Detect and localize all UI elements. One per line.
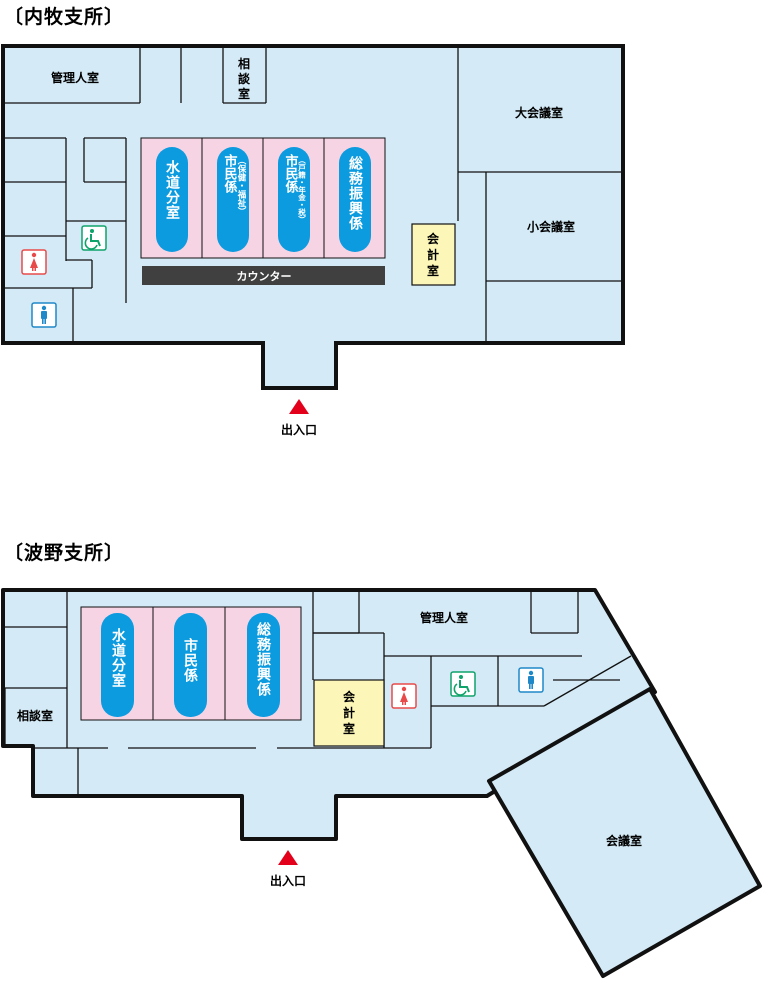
desk-label-citizen1: 市民係: [222, 153, 238, 194]
hano-desk-general: [247, 613, 280, 717]
desk-citizen1: [217, 147, 249, 252]
hano-management-label: 管理人室: [420, 610, 468, 625]
female-restroom-icon: [391, 683, 417, 709]
uchimaki-management-label: 管理人室: [51, 70, 99, 85]
male-restroom-icon: [31, 302, 57, 328]
hano-floor-plan: 水道分室 市民係 総務振興係 会 計 室 管理人室 相談室 会議室 出入口: [1, 588, 762, 978]
entrance-arrow-icon: [278, 850, 298, 865]
hano-meeting-label: 会議室: [606, 833, 642, 848]
hano-desk-label-general: 総務振興係: [255, 621, 271, 697]
small-meeting-label: 小会議室: [527, 219, 575, 234]
hano-title: 〔波野支所〕: [4, 542, 125, 564]
consult-label-2: 談: [238, 71, 251, 86]
accessible-toilet-icon: [450, 671, 476, 697]
hano-entrance-label: 出入口: [270, 873, 306, 888]
uchimaki-floor-plan: 水道分室 市民係 （保健・福祉） 市民係 （戸籍・年金・税） 総務振興係 カウン…: [1, 44, 625, 437]
uchimaki-entrance-label: 出入口: [281, 422, 317, 437]
hano-accounting-label-1: 会: [343, 689, 356, 704]
counter-label: カウンター: [237, 270, 292, 283]
uchimaki-accounting-room: [411, 223, 456, 286]
uchimaki-title: 〔内牧支所〕: [4, 6, 125, 28]
desk-label-water: 水道分室: [164, 159, 180, 220]
female-restroom-icon: [21, 249, 47, 275]
hano-accounting-label-2: 計: [343, 705, 355, 720]
hano-desk-label-citizen: 市民係: [182, 637, 198, 683]
male-restroom-icon: [518, 667, 544, 693]
entrance-arrow-icon: [289, 399, 309, 414]
desk-water: [156, 147, 188, 252]
accounting-label-3: 室: [427, 263, 439, 278]
accounting-label-1: 会: [427, 231, 440, 246]
consult-label-3: 室: [238, 86, 250, 101]
desk-citizen2: [278, 147, 310, 252]
hano-desk-label-water: 水道分室: [110, 627, 126, 688]
service-counter: [142, 266, 385, 285]
hano-meeting-room: [487, 687, 762, 978]
accessible-toilet-icon: [81, 225, 107, 251]
desk-general: [339, 147, 371, 252]
desk-label-general: 総務振興係: [347, 155, 363, 231]
hano-consult-label: 相談室: [17, 708, 53, 723]
hano-accounting-room: [313, 679, 385, 747]
consult-label-1: 相: [238, 56, 250, 71]
desk-label-citizen2-sub: （戸籍・年金・税）: [297, 156, 306, 224]
large-meeting-label: 大会議室: [515, 105, 563, 120]
hano-desk-citizen: [174, 613, 207, 717]
desk-label-citizen2: 市民係: [283, 153, 299, 194]
desk-label-citizen1-sub: （保健・福祉）: [236, 156, 247, 216]
hano-accounting-label-3: 室: [343, 721, 355, 736]
accounting-label-2: 計: [427, 247, 439, 262]
hano-desk-water: [101, 613, 134, 717]
